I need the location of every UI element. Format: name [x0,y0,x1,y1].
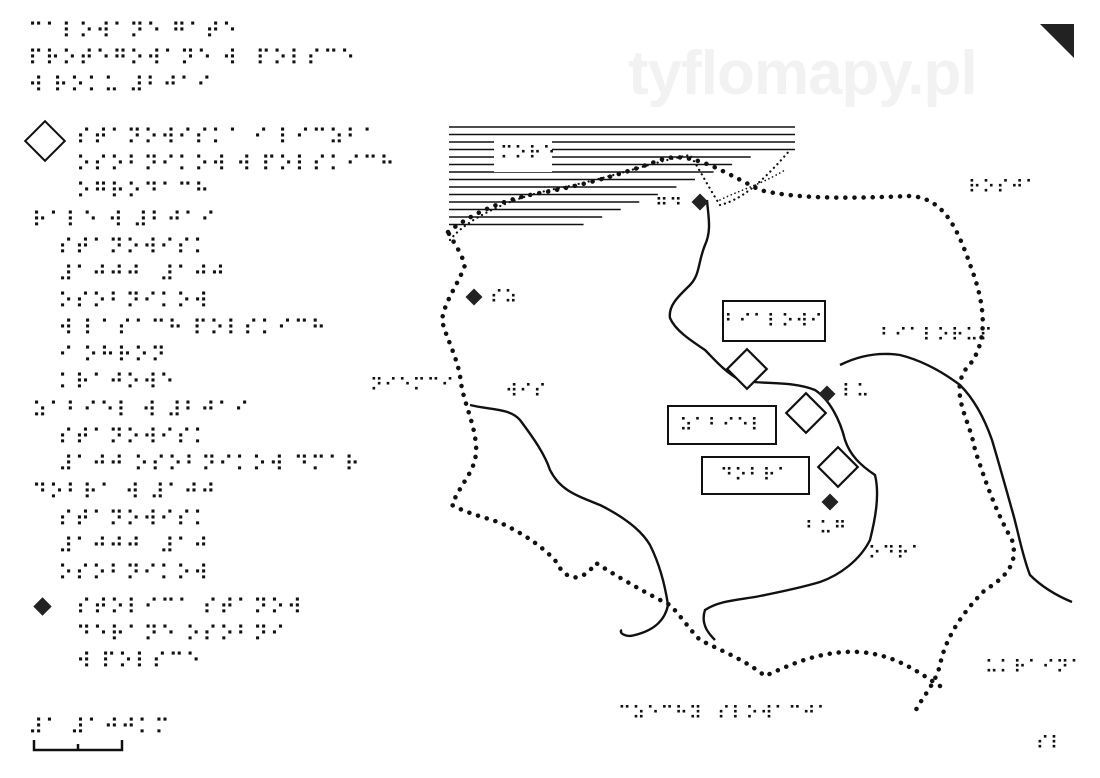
box-label-site-1: ⠃⠊⠁⠇⠕⠺⠊ [722,300,826,342]
city-marker [818,385,836,403]
legend-diamond-line-3: ⠕⠛⠗⠕⠙⠁⠉⠓ [76,179,212,203]
scale-bar-label: ⠼⠁ ⠼⠁⠚⠚⠅⠍ [28,715,172,739]
city-marker [821,493,839,511]
heritage-site-diamond [784,391,828,435]
legend-diamond-line-2: ⠕⠎⠕⠃⠝⠊⠅⠕⠺ ⠺ ⠏⠕⠇⠎⠅⠊⠉⠓ [76,152,397,176]
box-label-site-2: ⠵⠁⠃⠊⠑⠇ [667,405,777,445]
country-label-north-east: ⠗⠕⠎⠚⠁ [968,177,1039,198]
river-bug [839,352,1073,604]
city-label-szczecin: ⠎⠵ [490,287,519,308]
site-3-line: ⠎⠞⠁⠝⠕⠺⠊⠎⠅ [58,507,210,531]
site-3-line: ⠼⠁⠚⠚⠚⠀⠼⠁⠚ [58,534,210,558]
site-1-title: ⠗⠁⠇⠑ ⠺ ⠼⠃⠚⠁⠊ [32,208,218,232]
coastline [448,148,792,242]
site-2-line: ⠎⠞⠁⠝⠕⠺⠊⠎⠅ [58,425,210,449]
city-label-lublin: ⠇⠥ [842,381,871,402]
title-line-1: ⠉⠁⠇⠕⠺⠁⠝⠑ ⠛⠁⠞⠑ [28,19,239,43]
river-vistula [668,199,879,641]
sea-label-backdrop [494,140,552,172]
city-label-gdansk: ⠛⠙ [655,195,684,216]
river-odra [469,403,670,637]
site-1-line: ⠕⠎⠕⠃⠝⠊⠅⠕⠺ [58,289,210,313]
river-label-3: ⠃⠥⠛ [805,518,848,539]
river-label-2: ⠕⠙⠗⠁ [868,543,925,564]
site-1-line: ⠅⠗⠁⠚⠕⠺⠑ [58,370,177,394]
site-2-title: ⠵⠁⠃⠊⠑⠇ ⠺ ⠼⠃⠚⠁⠊ [32,398,251,422]
country-label-south-east: ⠥⠅⠗⠁⠊⠝⠁ [985,657,1085,678]
legend-marker-line-3: ⠺ ⠏⠕⠇⠎⠉⠑ [76,649,203,673]
legend-diamond-line-1: ⠎⠞⠁⠝⠕⠺⠊⠎⠅⠁ ⠊ ⠇⠊⠉⠵⠃⠁ [76,125,380,149]
site-1-line: ⠎⠞⠁⠝⠕⠺⠊⠎⠅ [58,235,210,259]
legend-marker-line-1: ⠎⠞⠕⠇⠊⠉⠁ ⠎⠞⠁⠝⠕⠺ [76,595,304,619]
site-1-line: ⠺ ⠇⠁⠎⠁⠉⠓ ⠏⠕⠇⠎⠅⠊⠉⠓ [58,316,328,340]
sea-label: ⠍⠕⠗⠑ [500,143,557,164]
heritage-site-diamond [816,445,860,489]
title-line-3: ⠺ ⠗⠕⠅⠥ ⠼⠃⠚⠁⠊ [28,73,214,97]
legend-marker-line-2: ⠙⠑⠗⠁⠝⠑ ⠕⠎⠕⠃⠝⠊ [76,622,287,646]
site-3-title: ⠙⠕⠃⠗⠁ ⠺ ⠼⠁⠚⠚ [32,480,218,504]
country-label-west: ⠝⠊⠑⠍⠉⠊ [370,375,456,396]
compass-label: ⠎⠇ [1036,733,1065,754]
site-3-line: ⠕⠎⠕⠃⠝⠊⠅⠕⠺ [58,561,210,585]
site-2-line: ⠼⠁⠚⠚ ⠕⠎⠕⠃⠝⠊⠅⠕⠺ ⠙⠍⠁⠗ [58,452,362,476]
site-1-line: ⠼⠁⠚⠚⠚⠀⠼⠁⠚⠚ [58,262,227,286]
poland-border-south [439,229,943,689]
box-label-site-3: ⠙⠕⠃⠗⠁ [701,456,810,495]
title-line-2: ⠏⠗⠕⠞⠑⠛⠕⠺⠁⠝⠑ ⠺⠀⠏⠕⠇⠎⠉⠑ [28,46,357,70]
city-marker [465,288,483,306]
river-label-1: ⠺⠊⠎ [505,381,548,402]
site-1-line: ⠊ ⠕⠓⠗⠕⠝ [58,343,168,367]
river-warta [719,169,786,201]
country-label-south: ⠉⠵⠑⠉⠓⠽⠀⠎⠇⠕⠺⠁⠉⠚⠁ [618,703,831,724]
heritage-site-diamond [725,347,769,391]
page-corner-marker [1040,24,1074,58]
watermark-logo: tyflomapy.pl [628,39,978,108]
city-marker [691,193,709,211]
scale-bar [32,740,124,752]
country-label-east: ⠃⠊⠁⠇⠕⠗⠥⠎ [880,325,994,346]
